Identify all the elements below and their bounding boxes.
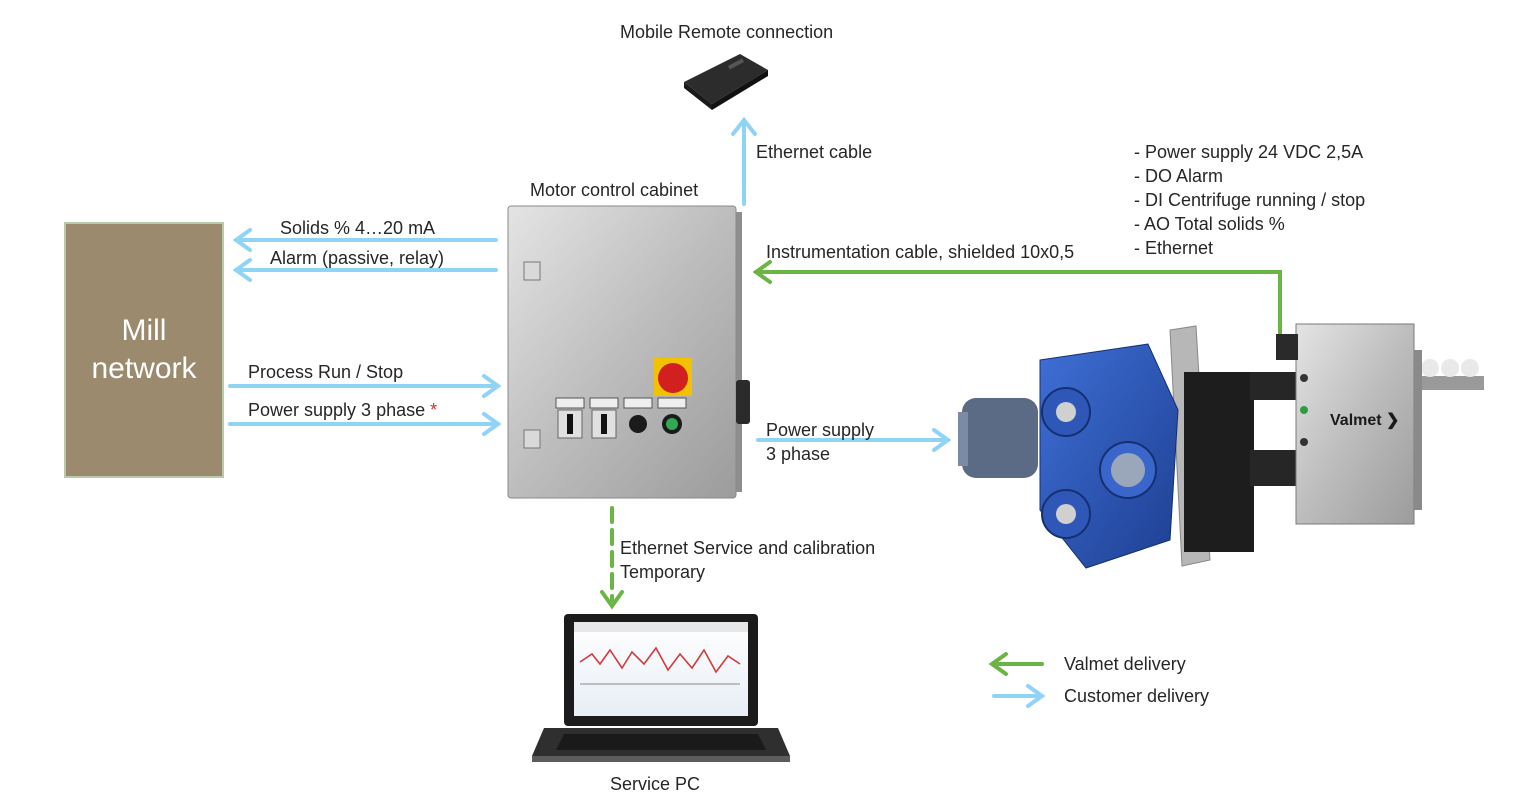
- spec-list: - Power supply 24 VDC 2,5A - DO Alarm - …: [1134, 140, 1365, 260]
- service-pc-label: Service PC: [610, 774, 701, 794]
- mobile-remote-label: Mobile Remote connection: [620, 22, 834, 42]
- mill-network-box: Mill network: [64, 222, 224, 478]
- centrifuge-instrument: [958, 323, 1484, 569]
- customer-arrows: [228, 116, 952, 452]
- spec-item: - Ethernet: [1134, 238, 1214, 258]
- motor-cabinet-label: Motor control cabinet: [530, 180, 699, 200]
- ethernet-service-line2: Temporary: [620, 562, 706, 582]
- valmet-arrows: [600, 260, 1282, 610]
- mobile-router-icon: [684, 54, 768, 110]
- ethernet-cable-label: Ethernet cable: [756, 142, 873, 162]
- spec-item: - DI Centrifuge running / stop: [1134, 190, 1366, 210]
- mill-network-line1: Mill: [121, 314, 167, 347]
- laptop-icon: [532, 614, 790, 762]
- spec-item: - Power supply 24 VDC 2,5A: [1134, 142, 1364, 162]
- solids-signal-label: Solids % 4…20 mA: [280, 218, 436, 238]
- spec-item: - AO Total solids %: [1134, 214, 1285, 234]
- instrumentation-cable-label: Instrumentation cable, shielded 10x0,5: [766, 242, 1075, 262]
- ethernet-service-line1: Ethernet Service and calibration: [620, 538, 876, 558]
- alarm-signal-label: Alarm (passive, relay): [270, 248, 445, 268]
- valmet-brand-text: Valmet: [1330, 412, 1382, 429]
- mill-network-line2: network: [91, 352, 197, 385]
- ethernet-service-label: Ethernet Service and calibration Tempora…: [620, 536, 875, 584]
- legend-customer-delivery: Customer delivery: [1064, 686, 1210, 706]
- power-supply-line1: Power supply: [766, 420, 875, 440]
- legend-arrows: [988, 652, 1046, 708]
- asterisk-mark: *: [430, 400, 438, 420]
- spec-item: - DO Alarm: [1134, 166, 1224, 186]
- chevron-right-icon: ❯: [1381, 412, 1400, 429]
- power-3phase-label: Power supply 3 phase *: [248, 400, 437, 421]
- power-supply-label: Power supply 3 phase: [766, 418, 874, 466]
- process-run-label: Process Run / Stop: [248, 362, 404, 382]
- motor-control-cabinet: [507, 205, 750, 499]
- legend-valmet-delivery: Valmet delivery: [1064, 654, 1186, 674]
- power-3phase-text: Power supply 3 phase: [248, 400, 426, 420]
- power-supply-line2: 3 phase: [766, 444, 831, 464]
- valmet-brand-logo: Valmet ❯: [1330, 410, 1399, 430]
